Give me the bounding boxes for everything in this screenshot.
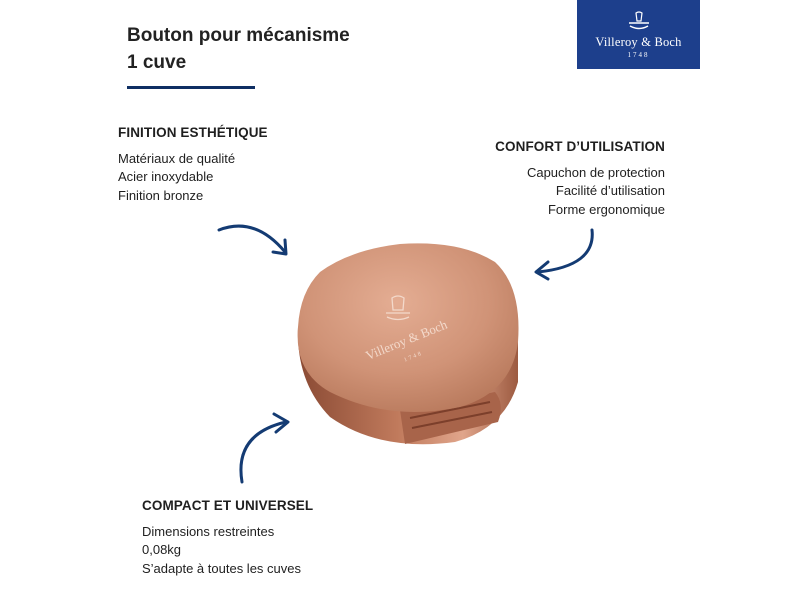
title-line-2: 1 cuve [127, 52, 187, 73]
logo-brand-name: Villeroy & Boch [595, 35, 682, 49]
feature-line: Dimensions restreintes [142, 523, 275, 539]
title-underline [127, 86, 255, 89]
feature-line: Finition bronze [118, 187, 204, 203]
feature-line: Forme ergonomique [547, 201, 665, 217]
feature-compact: COMPACT ET UNIVERSEL Dimensions restrein… [142, 497, 313, 578]
title-line-1: Bouton pour mécanisme [127, 25, 350, 46]
brand-logo: Villeroy & Boch 1748 [577, 0, 700, 69]
feature-heading: COMPACT ET UNIVERSEL [142, 498, 314, 513]
feature-finition: FINITION ESTHÉTIQUE Matériaux de qualité… [118, 124, 268, 205]
feature-line: Acier inoxydable [118, 169, 214, 184]
arrow-icon [217, 224, 288, 256]
feature-confort: CONFORT D’UTILISATION Capuchon de protec… [495, 138, 665, 219]
feature-line: S’adapte à toutes les cuves [142, 560, 301, 576]
logo-year: 1748 [627, 51, 650, 59]
villeroy-boch-emblem-icon [629, 11, 649, 30]
engraved-logo-icon [386, 295, 410, 321]
arrow-icon [239, 412, 290, 484]
feature-line: Matériaux de qualité [118, 150, 236, 166]
feature-line: Facilité d’utilisation [555, 183, 665, 198]
arrow-icon [534, 228, 594, 281]
feature-heading: CONFORT D’UTILISATION [495, 139, 665, 154]
feature-line: 0,08kg [142, 542, 182, 557]
feature-heading: FINITION ESTHÉTIQUE [118, 125, 268, 140]
product-image: Villeroy & Boch 1748 [297, 243, 519, 445]
feature-line: Capuchon de protection [526, 164, 665, 180]
